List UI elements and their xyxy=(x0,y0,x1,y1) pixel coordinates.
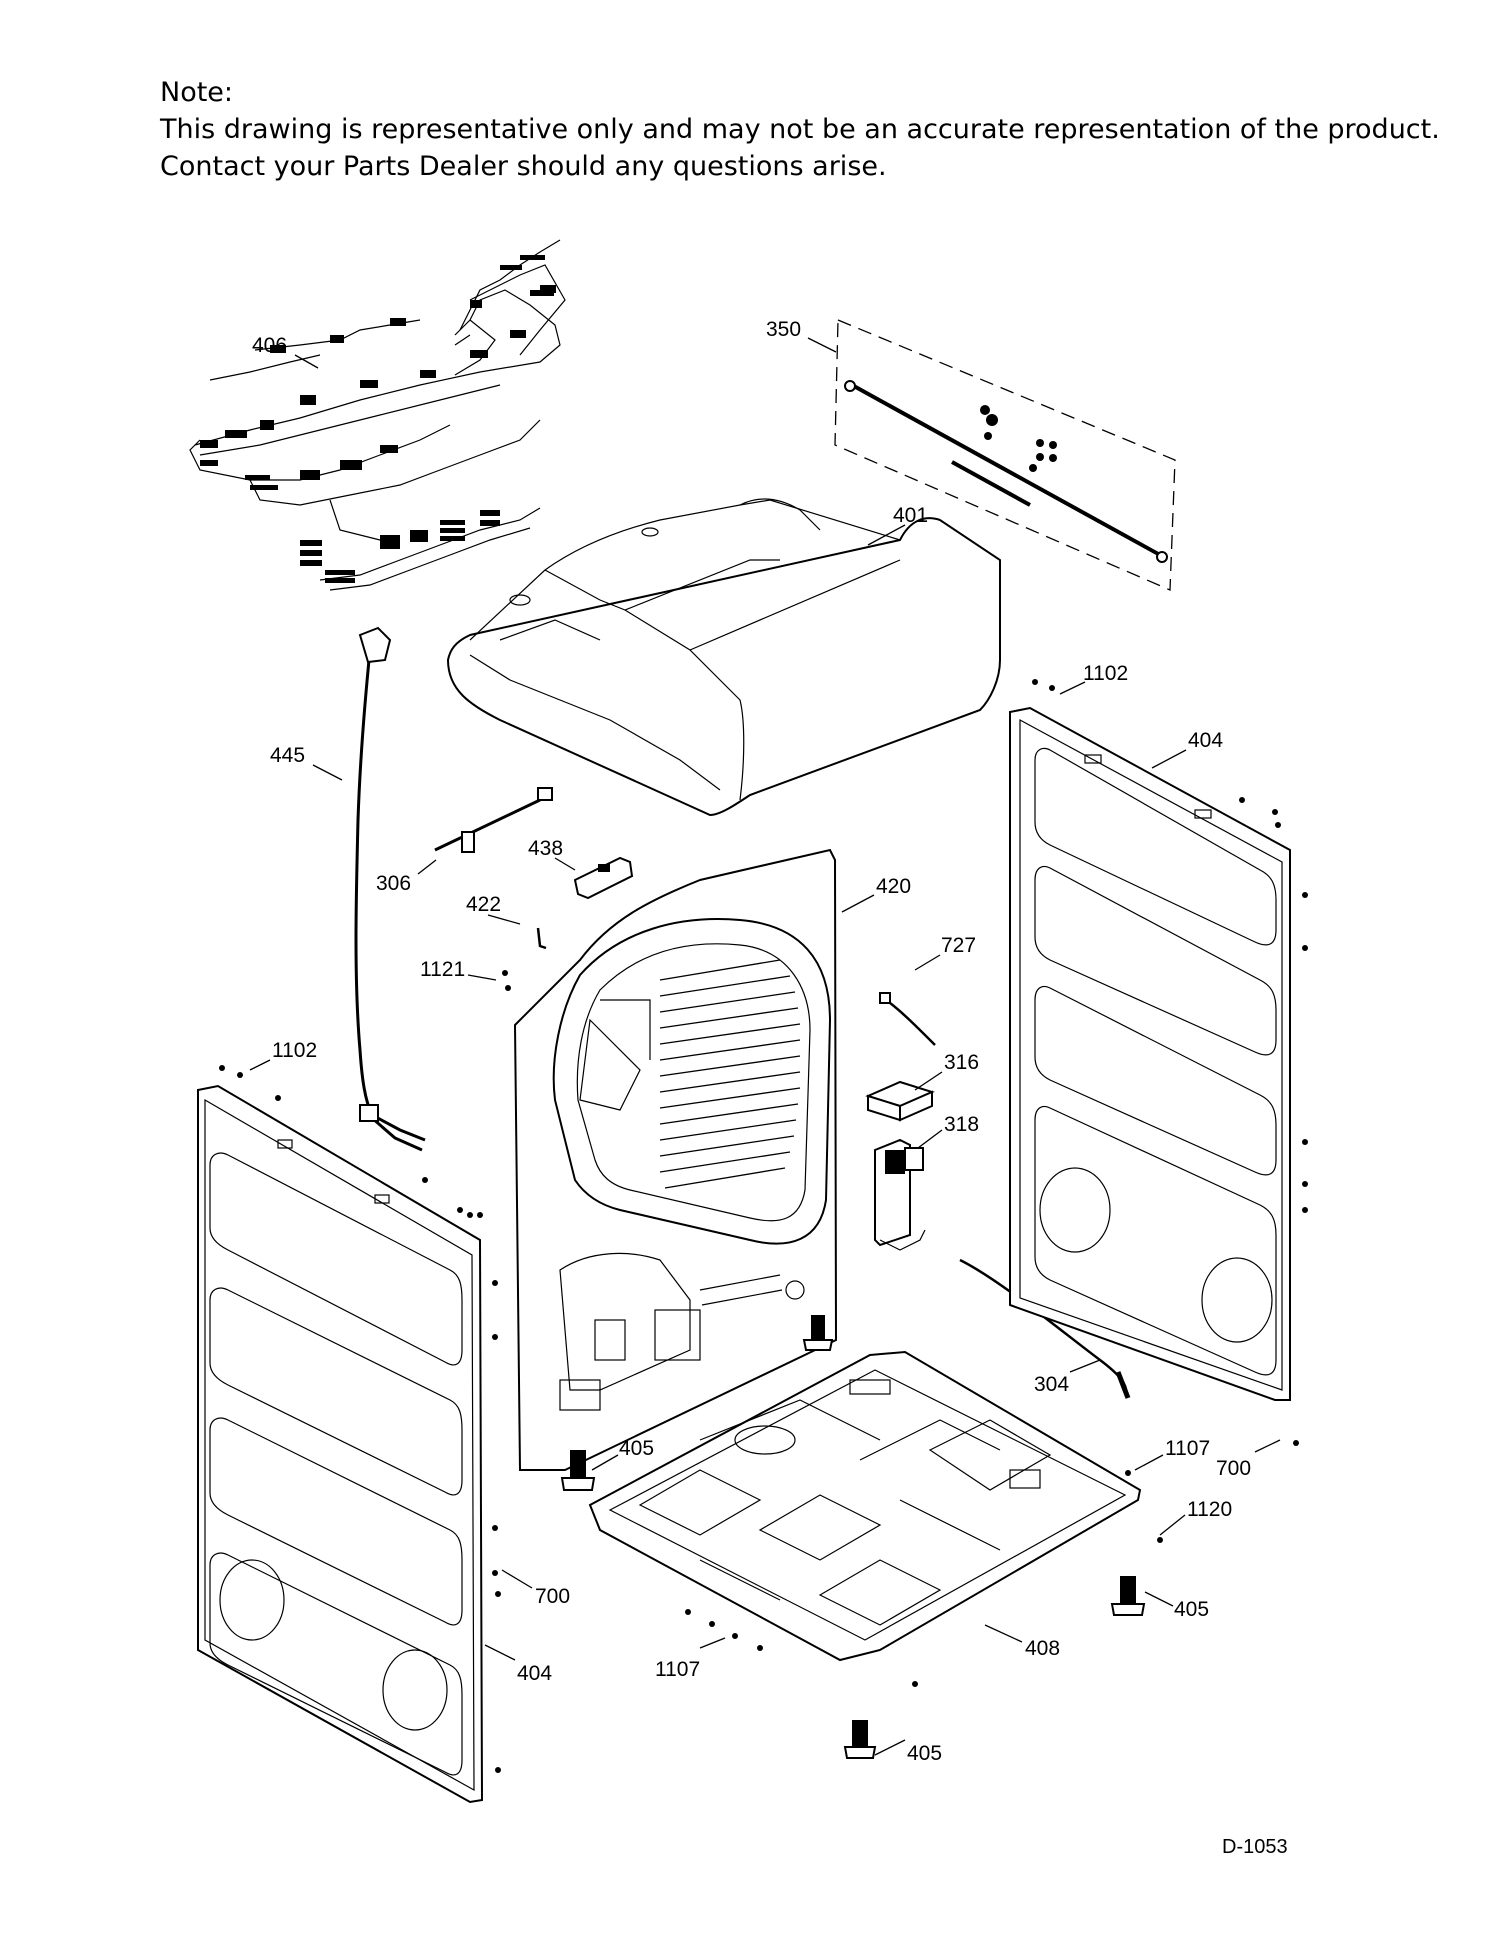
part-kit-350 xyxy=(834,319,1176,591)
note-line-2: Contact your Parts Dealer should any que… xyxy=(160,151,887,182)
callout-404-left: 404 xyxy=(517,1662,552,1685)
side-panel-404-left xyxy=(197,1084,484,1804)
clip-422 xyxy=(536,927,547,950)
callout-406: 406 xyxy=(252,334,287,357)
note-heading: Note: xyxy=(160,77,234,108)
cover-316 xyxy=(865,1080,935,1122)
callout-1121: 1121 xyxy=(420,958,465,981)
callout-350: 350 xyxy=(766,318,801,341)
callout-404-right: 404 xyxy=(1188,729,1223,752)
diagram-code: D-1053 xyxy=(1222,1836,1288,1858)
callout-306: 306 xyxy=(376,872,411,895)
leader-lines xyxy=(249,337,1281,1756)
callout-1120: 1120 xyxy=(1187,1498,1232,1521)
terminal-block-318 xyxy=(874,1138,926,1251)
power-cord-445 xyxy=(354,626,426,1152)
sensor-wire-306 xyxy=(434,787,553,853)
side-panel-404-right xyxy=(1009,706,1291,1401)
wire-727 xyxy=(879,992,936,1046)
callout-405-right: 405 xyxy=(1174,1598,1209,1621)
callout-422: 422 xyxy=(466,893,501,916)
callout-401: 401 xyxy=(893,504,928,527)
wire-harness-406 xyxy=(189,239,566,591)
leveling-leg-405-c xyxy=(843,1720,877,1759)
callout-1107-left: 1107 xyxy=(655,1658,700,1681)
note-line-1: This drawing is representative only and … xyxy=(160,114,1440,145)
callout-316: 316 xyxy=(944,1051,979,1074)
callout-405-bottom: 405 xyxy=(907,1742,942,1765)
callout-445: 445 xyxy=(270,744,305,767)
callout-438: 438 xyxy=(528,837,563,860)
screws xyxy=(219,679,1308,1773)
callout-1107-right: 1107 xyxy=(1165,1437,1210,1460)
rear-panel-420 xyxy=(513,848,838,1471)
leveling-leg-405-a xyxy=(560,1450,596,1491)
callout-408: 408 xyxy=(1025,1637,1060,1660)
callout-1102-right: 1102 xyxy=(1083,662,1128,685)
callout-420: 420 xyxy=(876,875,911,898)
leveling-leg-405-top xyxy=(802,1315,834,1351)
callout-405-left: 405 xyxy=(619,1437,654,1460)
callout-700-right: 700 xyxy=(1216,1457,1251,1480)
disclaimer-note: Note: This drawing is representative onl… xyxy=(160,74,1440,185)
bracket-438 xyxy=(573,856,634,900)
callout-labels: 406 350 401 1102 404 445 438 306 420 422… xyxy=(252,318,1251,1765)
callout-1102-left: 1102 xyxy=(272,1039,317,1062)
hose-304 xyxy=(959,1258,1131,1399)
callout-727: 727 xyxy=(941,934,976,957)
callout-700-left: 700 xyxy=(535,1585,570,1608)
callout-318: 318 xyxy=(944,1113,979,1136)
callout-304: 304 xyxy=(1034,1373,1069,1396)
leveling-leg-405-b xyxy=(1110,1576,1146,1616)
base-408 xyxy=(588,1350,1142,1662)
top-panel-401 xyxy=(446,498,1001,817)
